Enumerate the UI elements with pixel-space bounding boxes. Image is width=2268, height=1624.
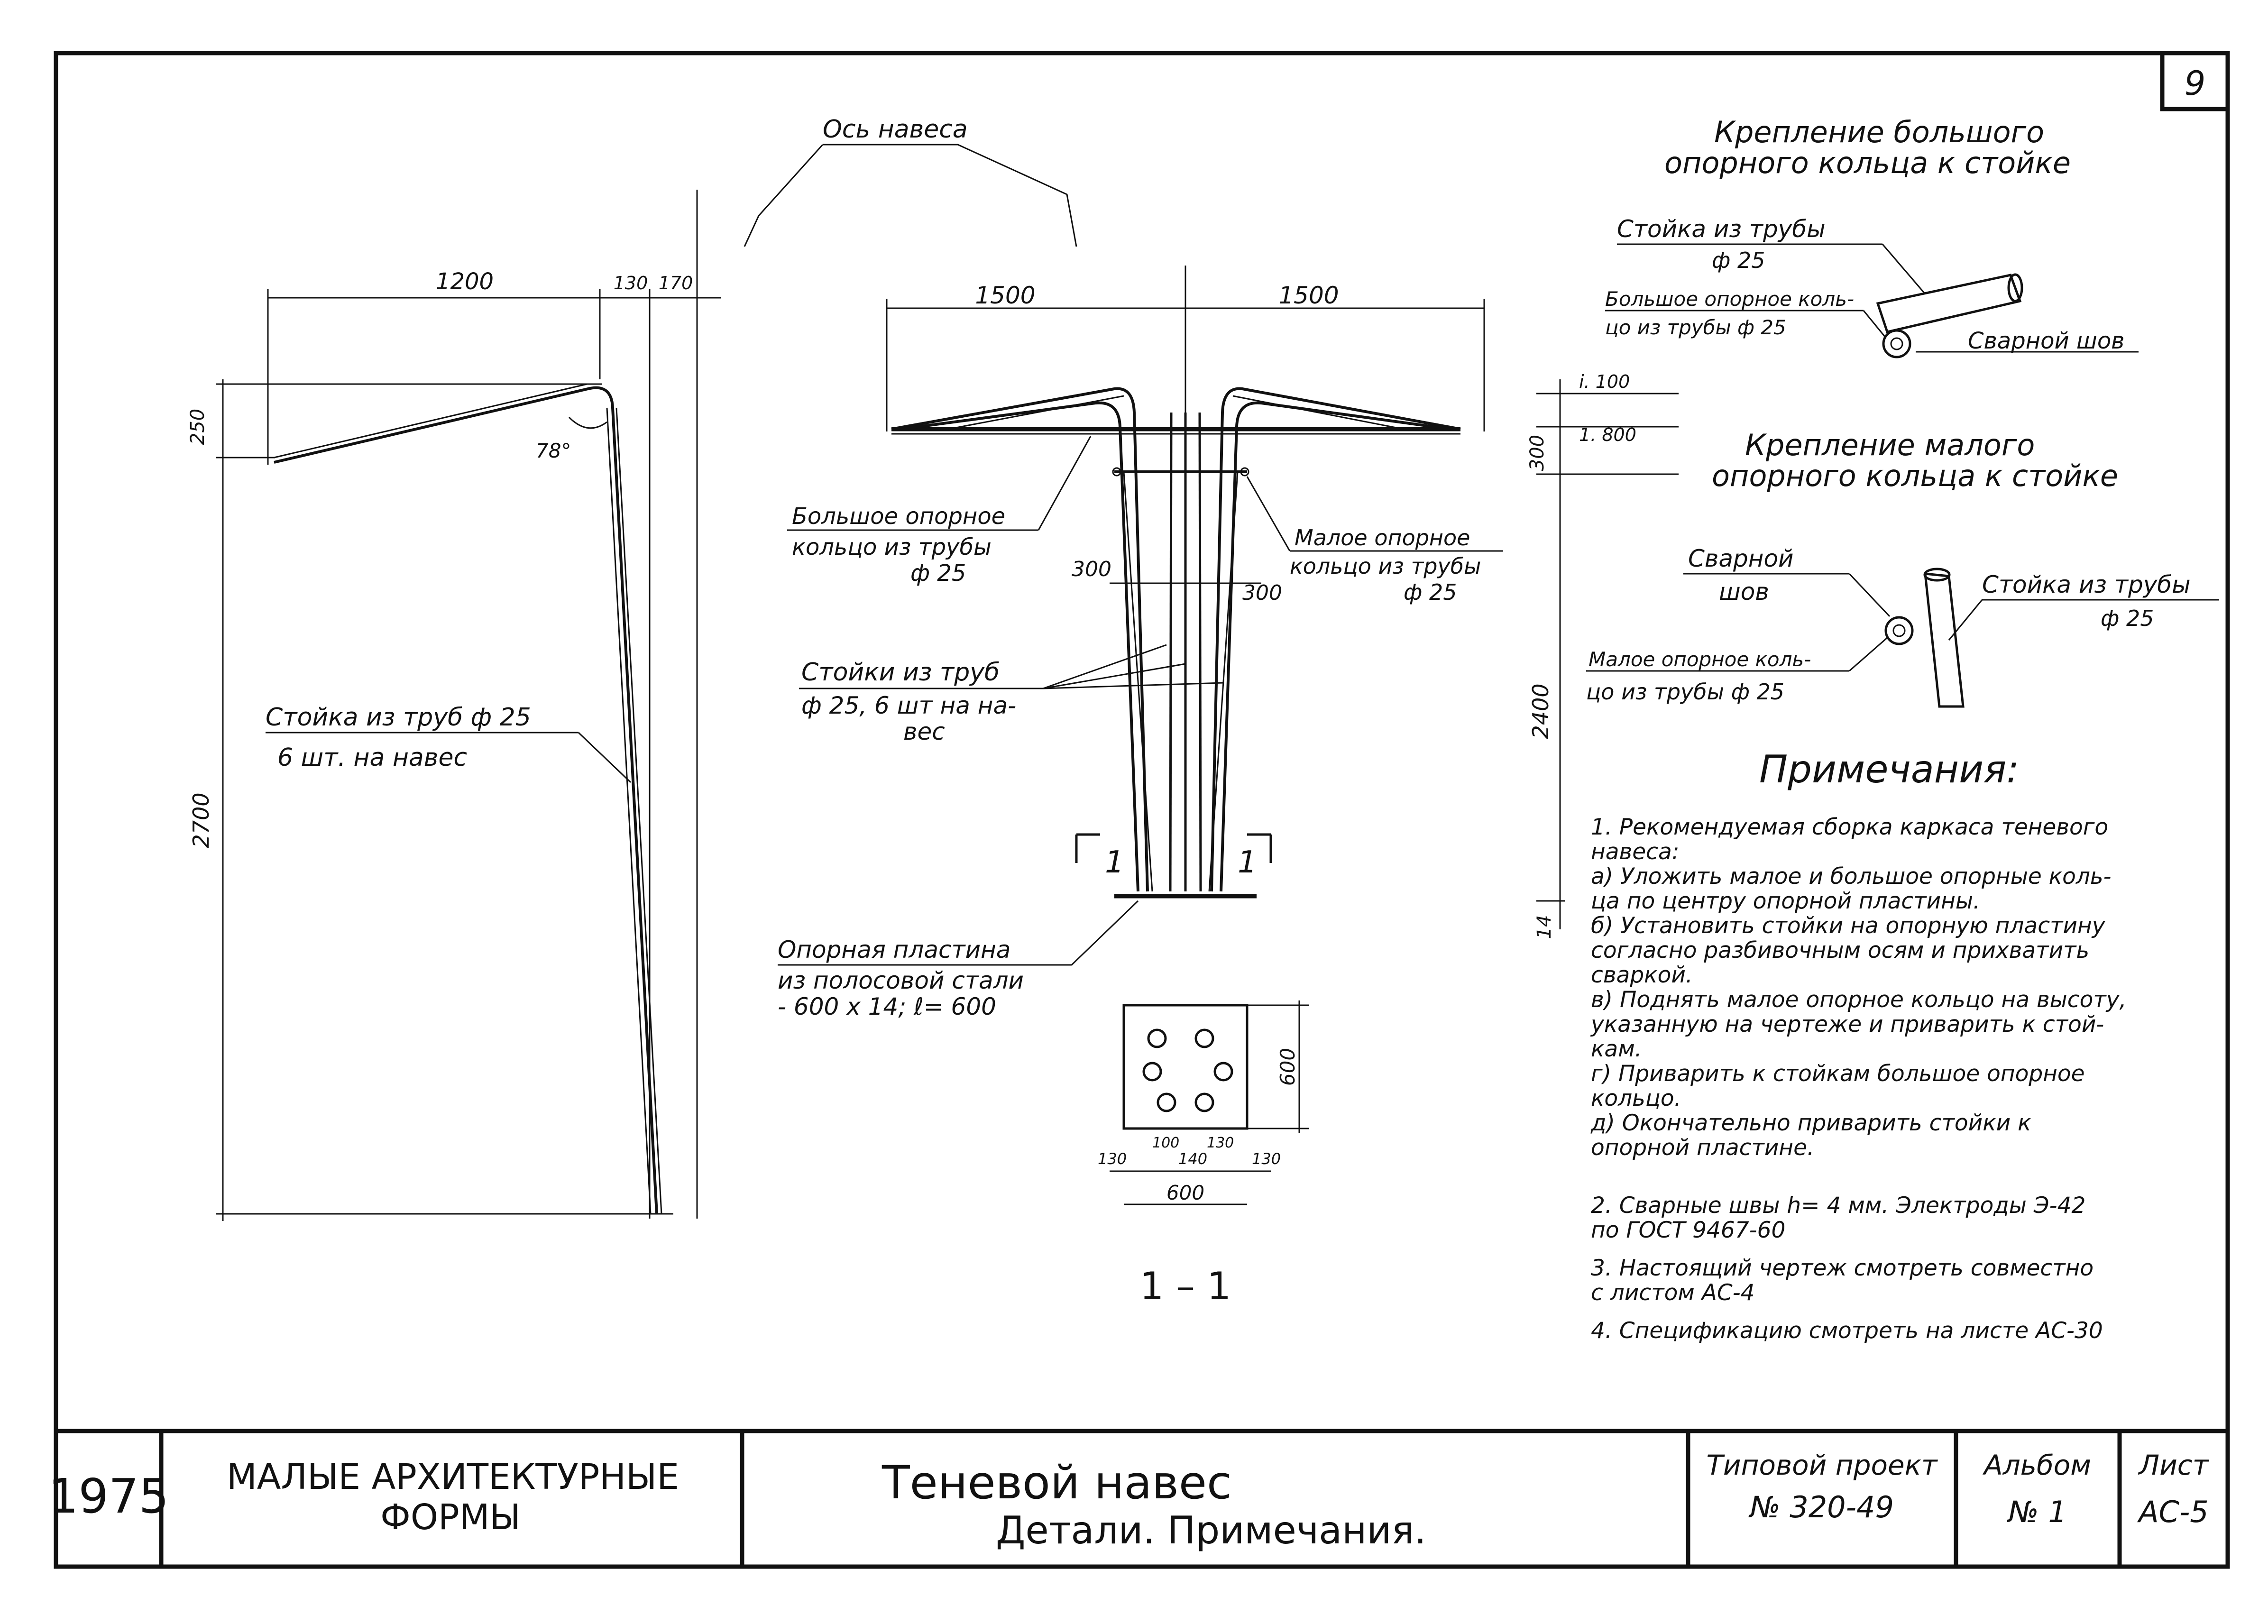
base-plate-plan: [1122, 1004, 1249, 1130]
org-line-2: ФОРМЫ: [380, 1497, 521, 1538]
detail-small-ring-2: цо из трубы ф 25: [1586, 679, 1784, 705]
big-ring-label-1: Большое опорное: [792, 503, 1005, 530]
detail-big-stoyka-2: ф 25: [1712, 248, 1765, 273]
detail-big-title-2: опорного кольца к стойке: [1664, 146, 2071, 180]
detail-small-stoyka-2: ф 25: [2101, 606, 2154, 631]
detail-big-weld: Сварной шов: [1968, 328, 2124, 354]
plate-label-1: Опорная пластина: [778, 936, 1010, 963]
note-line: кольцо.: [1591, 1085, 1681, 1111]
note-line: б) Установить стойки на опорную пластину: [1591, 913, 2106, 939]
angle-78: 78°: [536, 439, 571, 462]
dim-1500-right: 1500: [1278, 282, 1339, 309]
notes-block: Примечания: 1. Рекомендуемая сборка карк…: [1590, 747, 2127, 1344]
plate-label-2: из полосовой стали: [778, 967, 1024, 994]
big-detail-pipe-drawing: [1876, 273, 2023, 358]
project-value: № 320-49: [1748, 1490, 1894, 1524]
sheet-number: 9: [2185, 64, 2206, 103]
detail-small-title-1: Крепление малого: [1745, 428, 2035, 462]
note-line: указанную на чертеже и приварить к стой-: [1590, 1011, 2104, 1037]
note-line: с листом АС-4: [1591, 1280, 1755, 1306]
detail-small-ring-1: Малое опорное коль-: [1589, 648, 1811, 671]
plate-label-3: - 600 x 14; ℓ= 600: [778, 993, 996, 1020]
album-label: Альбом: [1982, 1449, 2091, 1481]
dim-300-left: 300: [1072, 557, 1111, 581]
list-label: Лист: [2138, 1449, 2210, 1481]
posts-label-2: ф 25, 6 шт на на-: [801, 692, 1016, 719]
note-line: 1. Рекомендуемая сборка каркаса теневого: [1591, 814, 2108, 840]
small-detail-pipe-drawing: [1884, 568, 1965, 708]
year-text: 1975: [48, 1468, 169, 1524]
side-stoyka-label-1: Стойка из труб ф 25: [266, 703, 531, 732]
album-value: № 1: [2007, 1495, 2067, 1529]
plate-dim-100: 100: [1152, 1135, 1179, 1151]
dim-14: 14: [1533, 915, 1555, 939]
note-line: кам.: [1591, 1036, 1642, 1062]
detail-big-ring: Крепление большого опорного кольца к сто…: [1605, 115, 2139, 358]
section-label: 1 – 1: [1140, 1264, 1231, 1308]
section-mark-left: 1: [1105, 845, 1124, 880]
dim-1500-left: 1500: [975, 282, 1035, 309]
side-stoyka-label-2: 6 шт. на навес: [277, 743, 467, 772]
dim-300-ring: 300: [1526, 435, 1548, 471]
title-block: 1975 МАЛЫЕ АРХИТЕКТУРНЫЕ ФОРМЫ Теневой н…: [48, 1429, 2228, 1567]
plate-dim-140: 140: [1178, 1150, 1207, 1168]
detail-small-weld-1: Сварной: [1688, 545, 1794, 572]
dim-170: 170: [659, 273, 693, 294]
plate-dim-130-m: 130: [1207, 1135, 1234, 1151]
detail-small-weld-2: шов: [1719, 578, 1769, 606]
note-line: навеса:: [1591, 839, 1680, 865]
axis-label: Ось навеса: [823, 115, 968, 144]
front-view: Ось навеса 1500 1500 Боль: [744, 115, 1679, 1308]
notes-heading: Примечания:: [1759, 747, 2019, 791]
note-line: согласно разбивочным осям и прихватить: [1591, 937, 2089, 963]
detail-big-title-1: Крепление большого: [1714, 115, 2044, 149]
detail-small-title-2: опорного кольца к стойке: [1712, 459, 2118, 493]
small-ring-label-1: Малое опорное: [1295, 525, 1470, 551]
note-line: ца по центру опорной пластины.: [1591, 888, 1980, 914]
posts-label-3: вес: [903, 718, 945, 745]
note-line: сваркой.: [1591, 962, 1693, 988]
dim-1200: 1200: [436, 268, 494, 295]
note-line: г) Приварить к стойкам большое опорное: [1591, 1061, 2085, 1087]
dim-300-right: 300: [1242, 581, 1282, 605]
dim-2400: 2400: [1528, 683, 1553, 739]
detail-big-ring-1: Большое опорное коль-: [1605, 287, 1854, 311]
note-line: д) Окончательно приварить стойки к: [1590, 1110, 2031, 1136]
dim-i100: i. 100: [1579, 371, 1630, 392]
title-line-1: Теневой навес: [881, 1456, 1232, 1509]
plate-dim-130-l: 130: [1098, 1150, 1127, 1168]
posts-label-1: Стойки из труб: [801, 658, 1000, 687]
big-ring-label-2: кольцо из трубы: [792, 534, 992, 560]
note-line: по ГОСТ 9467-60: [1591, 1217, 1785, 1243]
sheet-frame: 9: [54, 51, 2230, 1569]
dim-130: 130: [614, 273, 648, 294]
small-ring-label-2: кольцо из трубы: [1290, 553, 1481, 579]
detail-big-ring-2: цо из трубы ф 25: [1605, 316, 1786, 339]
small-ring-label-3: ф 25: [1404, 579, 1457, 605]
note-line: 2. Сварные швы h= 4 мм. Электроды Э-42: [1591, 1193, 2085, 1219]
side-view: 1200 130 170 250 2700 78° Стойка из труб…: [187, 190, 721, 1221]
plate-dim-600-side: 600: [1276, 1048, 1299, 1086]
title-line-2: Детали. Примечания.: [996, 1508, 1426, 1552]
detail-small-stoyka-1: Стойка из трубы: [1982, 571, 2191, 598]
detail-small-ring: Крепление малого опорного кольца к стойк…: [1586, 428, 2219, 708]
note-line: в) Поднять малое опорное кольцо на высот…: [1591, 987, 2127, 1013]
note-line: опорной пластине.: [1591, 1135, 1814, 1161]
section-mark-right: 1: [1238, 845, 1257, 880]
plate-dim-130-r: 130: [1252, 1150, 1281, 1168]
project-label: Типовой проект: [1706, 1449, 1938, 1481]
note-line: 4. Спецификацию смотреть на листе АС-30: [1591, 1318, 2103, 1344]
dim-i800: 1. 800: [1579, 424, 1636, 445]
plate-dim-600-bottom: 600: [1166, 1181, 1204, 1204]
big-ring-label-3: ф 25: [910, 560, 966, 587]
dim-2700: 2700: [188, 792, 214, 848]
dim-250: 250: [187, 409, 209, 445]
note-line: 3. Настоящий чертеж смотреть совместно: [1591, 1255, 2094, 1281]
bolt-holes: [1142, 1028, 1233, 1112]
list-value: АС-5: [2137, 1495, 2209, 1529]
org-line-1: МАЛЫЕ АРХИТЕКТУРНЫЕ: [227, 1457, 679, 1497]
note-line: а) Уложить малое и большое опорные коль-: [1591, 863, 2112, 890]
detail-big-stoyka-1: Стойка из трубы: [1617, 215, 1826, 243]
